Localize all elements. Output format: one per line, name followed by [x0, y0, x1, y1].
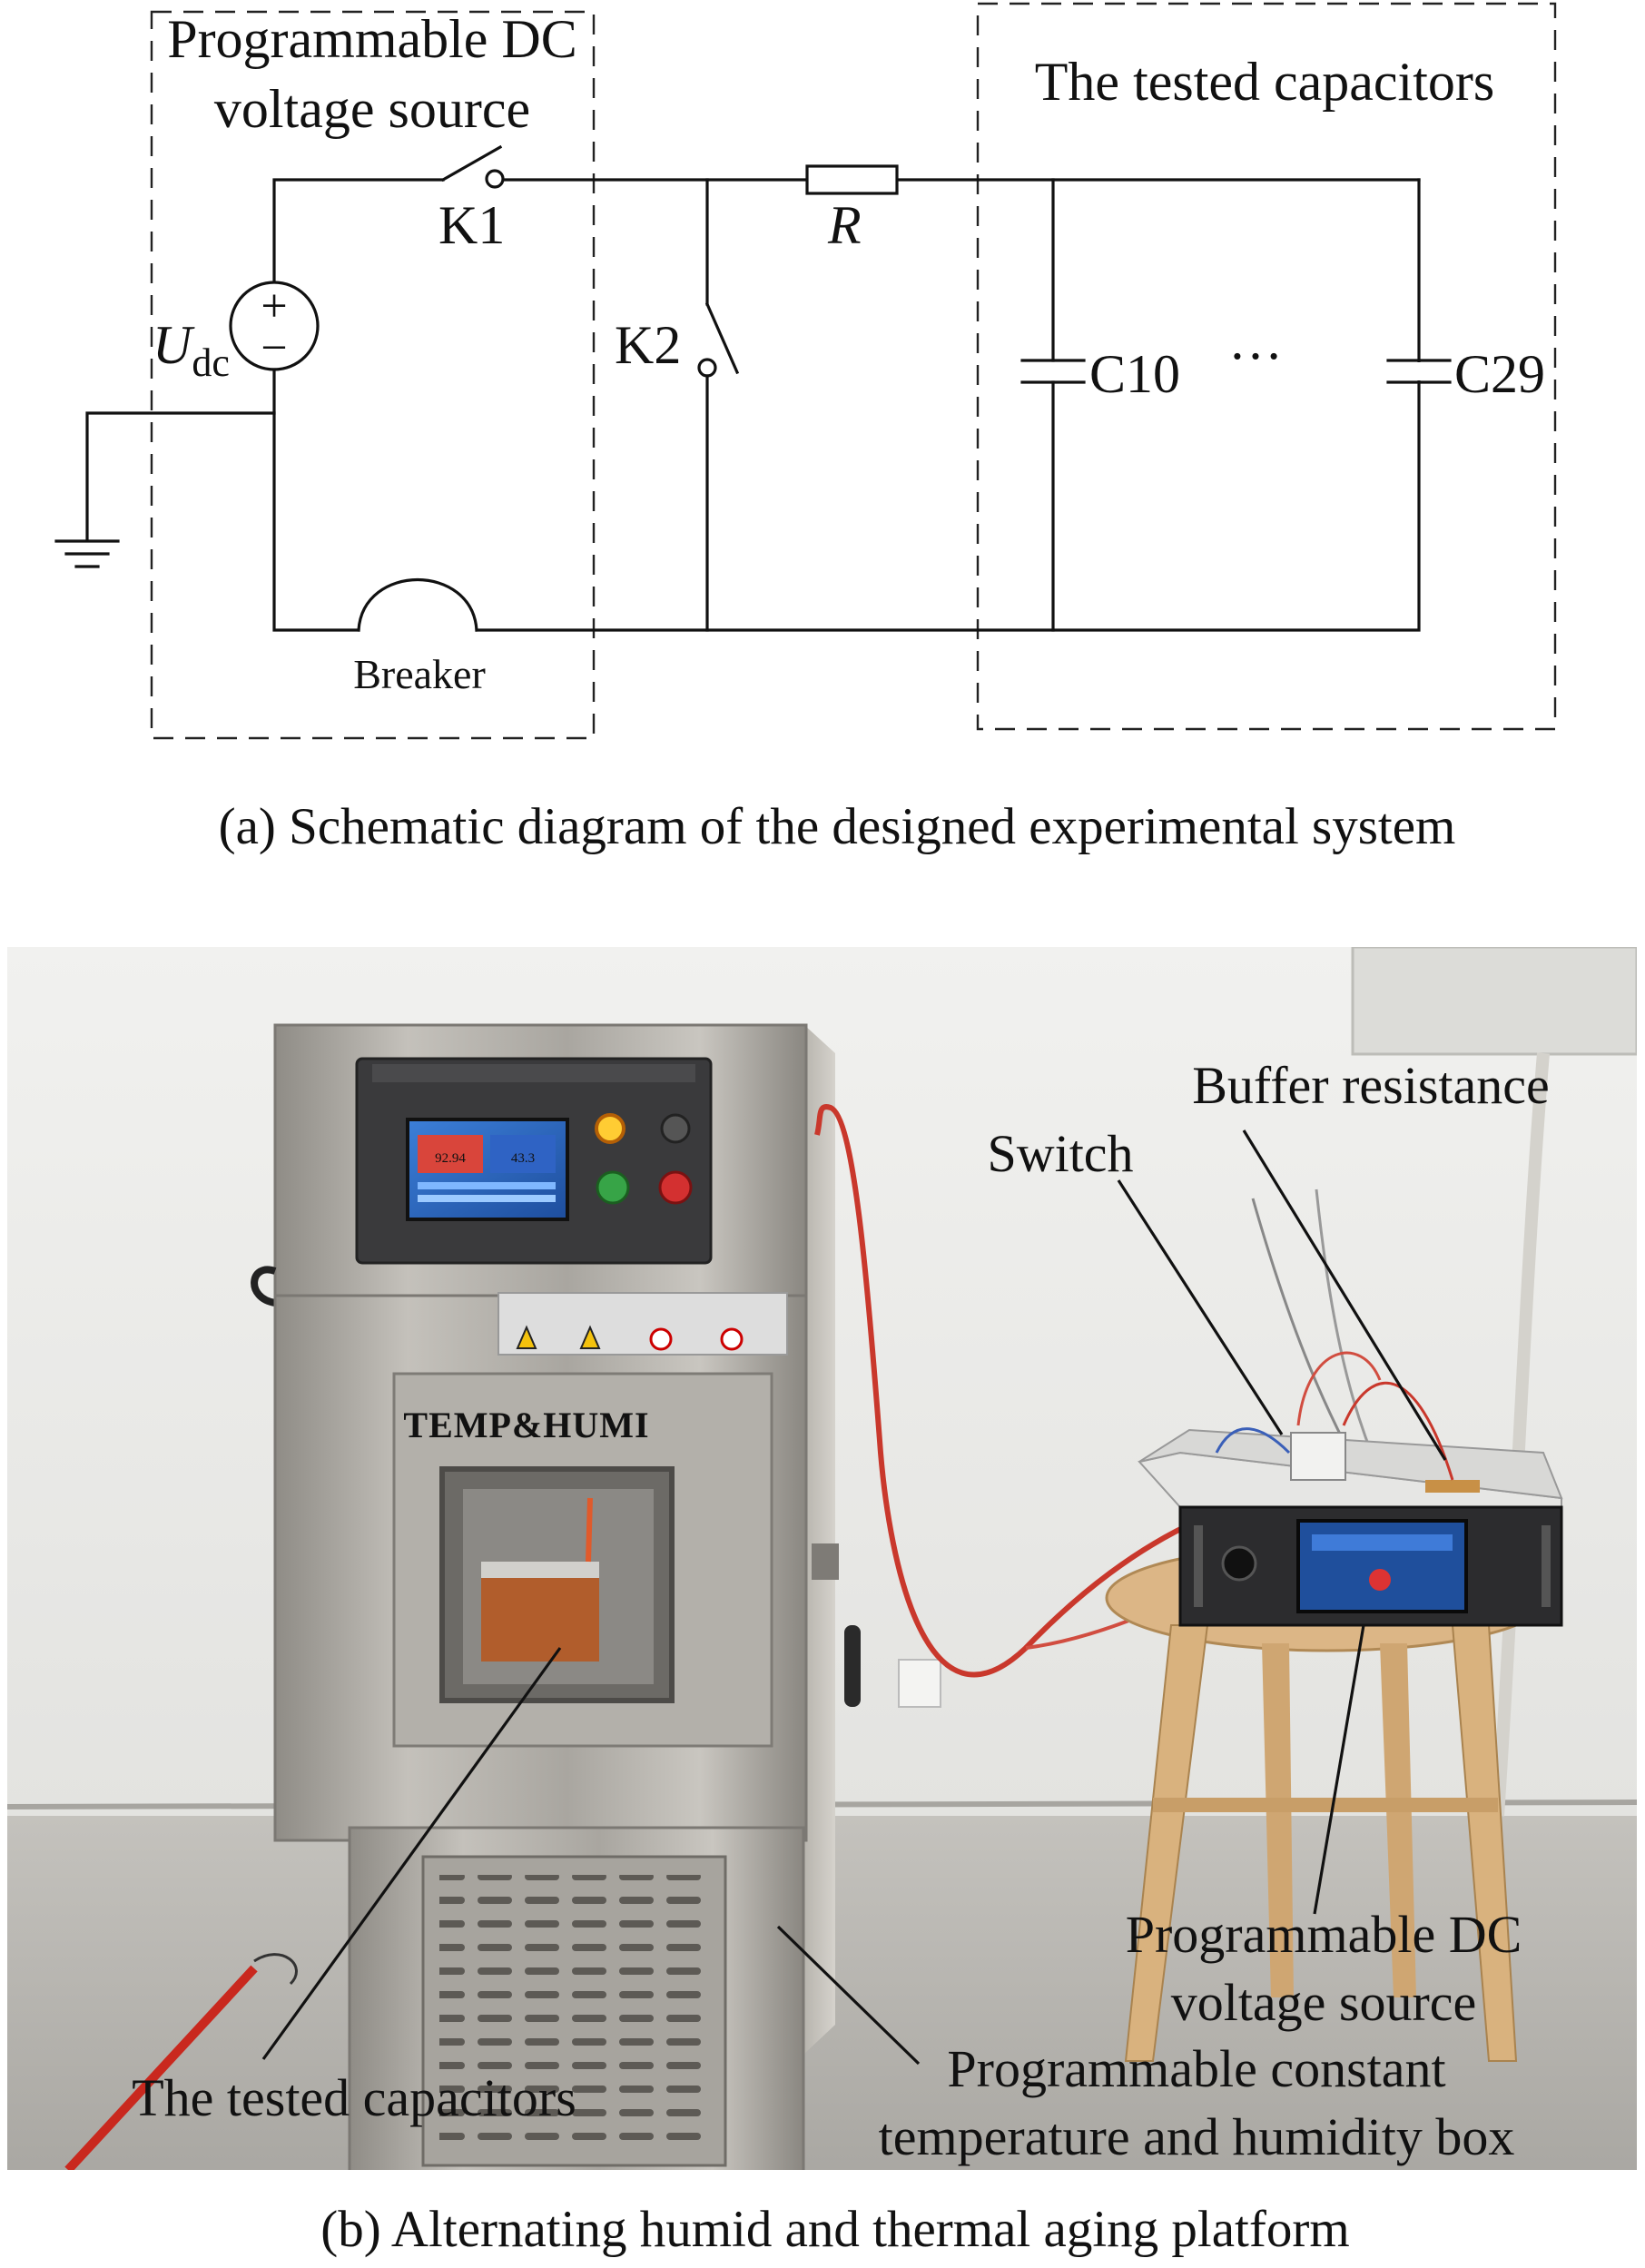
panel-title-strip [372, 1064, 695, 1082]
left-lower-wire [272, 368, 360, 632]
warning-labels [497, 1292, 788, 1356]
resistor-symbol [805, 164, 899, 195]
capacitor-stack [481, 1562, 599, 1662]
c10-label: C10 [1089, 344, 1180, 404]
label-dc-source-line1: Programmable DC [1126, 1905, 1522, 1964]
label-buffer-resistance: Buffer resistance [1192, 1056, 1549, 1115]
source-box-title-line1: Programmable DC [167, 9, 577, 69]
source-knob[interactable] [1221, 1545, 1257, 1582]
wall-cabinet [1351, 947, 1637, 1056]
chamber-display-left: 92.94 [435, 1151, 466, 1166]
minus-sign: − [261, 322, 287, 374]
resistor-label: R [827, 195, 862, 255]
photo: 92.94 43.3 TEMP&HUMI [7, 947, 1637, 2258]
k1-blade [440, 144, 503, 182]
breaker-label: Breaker [353, 651, 486, 697]
chamber-display-right: 43.3 [511, 1151, 535, 1166]
capacitor-dashed-box [976, 2, 1557, 731]
leader-buffer-resistance [1242, 1129, 1447, 1461]
capacitor-box-title: The tested capacitors [1035, 52, 1494, 112]
start-button[interactable] [596, 1170, 630, 1205]
ground-wire [85, 411, 276, 541]
label-chamber-line1: Programmable constant [947, 2039, 1445, 2098]
label-capacitors: The tested capacitors [132, 2068, 576, 2127]
k1-label: K1 [438, 195, 505, 255]
c29-label: C29 [1454, 344, 1545, 404]
breaker-symbol [357, 578, 478, 632]
k1-contact [485, 169, 505, 189]
leader-capacitors [261, 1647, 562, 2060]
capacitor-ellipsis: … [1228, 311, 1283, 370]
caption-a: (a) Schematic diagram of the designed ex… [219, 798, 1456, 855]
k2-contact [697, 358, 717, 378]
schematic: Programmable DC voltage source The teste… [54, 2, 1557, 855]
k2-label: K2 [615, 315, 681, 375]
top-wire-left [272, 178, 445, 311]
climate-chamber: 92.94 43.3 TEMP&HUMI [251, 1023, 861, 2170]
label-dc-source-line2: voltage source [1171, 1973, 1477, 2032]
caption-b: (b) Alternating humid and thermal aging … [320, 2201, 1349, 2258]
bottom-wire [475, 178, 1421, 632]
knob [660, 1113, 691, 1144]
chamber-window-label: TEMP&HUMI [403, 1405, 649, 1445]
leader-chamber [776, 1925, 921, 2066]
label-chamber-line2: temperature and humidity box [879, 2107, 1515, 2166]
buffer-resistor [1425, 1480, 1480, 1493]
dc-source-unit [1138, 1351, 1563, 1627]
breaker-switch[interactable] [1290, 1432, 1346, 1481]
label-switch: Switch [987, 1124, 1133, 1183]
udc-label: Udc [153, 315, 230, 385]
grounding-rod [64, 1965, 258, 2170]
wall-socket [898, 1659, 941, 1708]
plus-sign: + [261, 281, 287, 332]
door-handle[interactable] [844, 1625, 861, 1707]
k2-blade [704, 301, 740, 375]
indicator-lamp [595, 1113, 625, 1144]
leader-dc-source [1313, 1624, 1365, 1915]
source-dashed-box [150, 10, 596, 740]
stop-button[interactable] [658, 1170, 693, 1205]
leader-switch [1117, 1179, 1284, 1435]
red-cable [814, 1104, 1367, 1678]
source-box-title-line2: voltage source [214, 79, 530, 139]
